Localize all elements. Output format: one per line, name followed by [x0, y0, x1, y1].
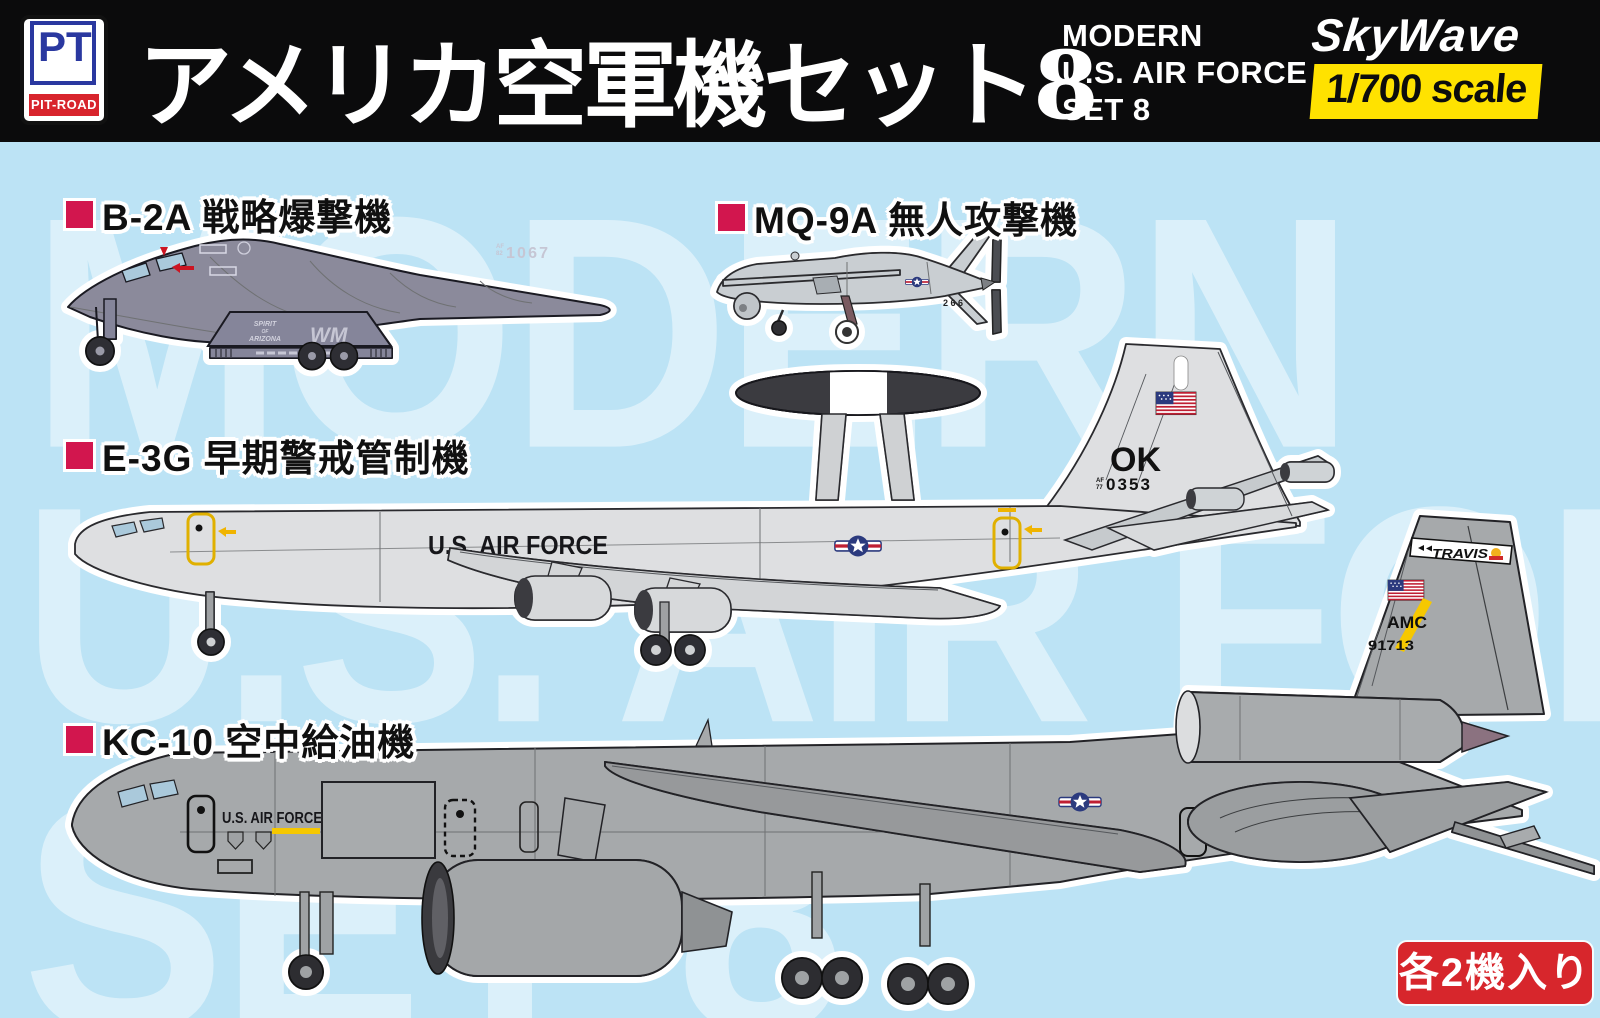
label-b2a: B-2A 戦略爆撃機: [66, 187, 392, 241]
e3g-illustration: OK AF 77 0353 U.S. AIR FORCE: [60, 330, 1380, 675]
mq9a-serial: 266: [943, 298, 963, 308]
kc10-fuselage-title: U.S. AIR FORCE: [222, 810, 322, 827]
kc10-illustration: TRAVIS AMC 91713 U.S. AIR FORCE: [60, 500, 1600, 1018]
label-e3g: E-3G 早期警戒管制機: [66, 428, 470, 482]
b2a-serial: 1067: [506, 245, 548, 262]
label-bullet-square: [718, 203, 745, 231]
pit-road-monogram-icon: PT: [30, 21, 96, 85]
label-mq9a-text: MQ-9A 無人攻撃機: [754, 200, 1079, 241]
b2a-noseart-1: SPIRIT: [254, 321, 277, 328]
b2a-canopy: [121, 262, 151, 283]
pit-road-logo: PT PIT-ROAD: [20, 15, 108, 125]
label-bullet-square: [66, 200, 93, 228]
b2a-serial-prefix-bottom: 82: [496, 251, 503, 257]
subtitle-en: MODERN U.S. AIR FORCE SET 8: [1062, 17, 1307, 128]
logo-brand-text: PIT-ROAD: [29, 94, 99, 116]
label-b2a-text: B-2A 戦略爆撃機: [102, 197, 393, 238]
b2a-tail-code: WM: [310, 324, 348, 347]
scale-badge: 1/700 scale: [1309, 64, 1543, 119]
quantity-badge: 各2機入り: [1398, 942, 1592, 1004]
logo-monogram-text: PT: [38, 23, 92, 70]
label-kc10: KC-10 空中給油機: [66, 712, 415, 766]
e3g-tail-code: OK: [1110, 441, 1161, 479]
e3g-serial-prefix-top: AF: [1096, 478, 1104, 484]
b2a-serial-prefix-top: AF: [496, 244, 504, 250]
b2a-noseart-3: ARIZONA: [248, 336, 281, 343]
mq9a-illustration: 266: [695, 218, 1015, 358]
label-kc10-text: KC-10 空中給油機: [102, 722, 416, 763]
page-title: アメリカ空軍機セット8: [138, 31, 1099, 141]
kc10-serial: 91713: [1368, 637, 1414, 653]
label-bullet-square: [66, 441, 93, 469]
b2a-noseart-2: OF: [262, 329, 270, 335]
subtitle-line-1: MODERN: [1062, 18, 1203, 53]
label-mq9a: MQ-9A 無人攻撃機: [718, 190, 1078, 244]
e3g-serial-prefix-bottom: 77: [1096, 485, 1103, 491]
kc10-command: AMC: [1387, 613, 1427, 632]
subtitle-line-3: SET 8: [1062, 92, 1151, 127]
skywave-logo: SkyWave: [1309, 9, 1523, 61]
label-e3g-text: E-3G 早期警戒管制機: [102, 438, 470, 479]
label-bullet-square: [66, 725, 93, 753]
b2a-illustration: AF 82 1067 SPIRIT OF ARIZONA WM: [60, 215, 625, 400]
kc10-tail-band: TRAVIS: [1432, 546, 1488, 561]
subtitle-line-2: U.S. AIR FORCE: [1062, 55, 1308, 90]
header-bar: PT PIT-ROAD アメリカ空軍機セット8 MODERN U.S. AIR …: [0, 0, 1600, 142]
